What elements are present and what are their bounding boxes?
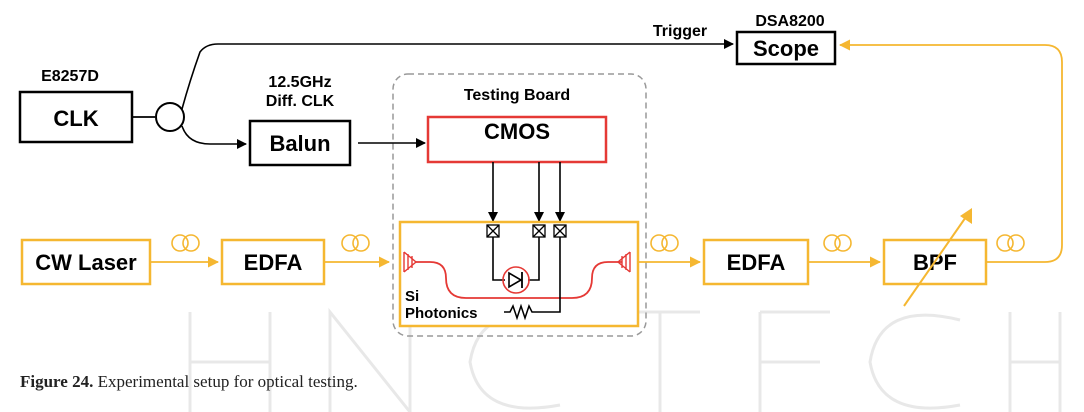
clk-model-label: E8257D bbox=[41, 68, 99, 85]
fiber-coil-icon bbox=[171, 234, 200, 252]
waveguide bbox=[416, 261, 622, 299]
scope-model-label: DSA8200 bbox=[755, 13, 824, 30]
bond-pad bbox=[532, 224, 546, 238]
figure-number: Figure 24. bbox=[20, 372, 94, 391]
figure-caption-text: Experimental setup for optical testing. bbox=[97, 372, 358, 391]
trigger-label: Trigger bbox=[653, 23, 707, 40]
input-grating-coupler bbox=[403, 251, 418, 273]
photodiode-icon bbox=[508, 271, 523, 289]
cw-laser-label: CW Laser bbox=[35, 250, 137, 275]
cmos-box bbox=[426, 115, 608, 164]
fiber-coil-icon bbox=[996, 234, 1025, 252]
scope-label: Scope bbox=[753, 36, 819, 61]
pad-2-wire bbox=[528, 237, 540, 281]
splitter-to-balun-line bbox=[181, 125, 247, 149]
scope-box bbox=[735, 30, 837, 66]
testing-board-outline bbox=[392, 73, 647, 337]
balun-label: Balun bbox=[269, 131, 330, 156]
si-photonics-chip bbox=[398, 220, 640, 328]
balun-diff-label: Diff. CLK bbox=[266, 93, 335, 110]
output-grating-coupler bbox=[616, 251, 631, 273]
cmos-label: CMOS bbox=[484, 119, 550, 144]
si-label: Si bbox=[405, 288, 419, 305]
testing-board-label: Testing Board bbox=[464, 87, 570, 104]
balun-freq-label: 12.5GHz bbox=[268, 74, 331, 91]
edfa-2-box bbox=[702, 238, 810, 286]
bpf-to-scope-fiber bbox=[839, 39, 1063, 263]
bond-pad bbox=[553, 224, 567, 238]
balun-box bbox=[248, 119, 352, 167]
cw-laser-box bbox=[20, 238, 152, 286]
edfa-1-label: EDFA bbox=[244, 250, 303, 275]
photodiode-ring bbox=[502, 266, 530, 294]
edfa-2-label: EDFA bbox=[727, 250, 786, 275]
clk-box bbox=[18, 90, 134, 144]
fiber-coil-icon bbox=[650, 234, 679, 252]
pad-1-wire bbox=[492, 237, 505, 281]
trigger-line bbox=[181, 39, 734, 110]
pad-3-wire bbox=[535, 237, 561, 313]
fiber-coil-icon bbox=[341, 234, 370, 252]
clock-splitter bbox=[155, 102, 185, 132]
resistor-icon bbox=[504, 303, 535, 321]
clk-label: CLK bbox=[53, 106, 98, 131]
photonics-label: Photonics bbox=[405, 305, 478, 322]
bond-pad bbox=[486, 224, 500, 238]
tunable-arrow-icon bbox=[903, 208, 972, 307]
fiber-coil-icon bbox=[823, 234, 852, 252]
figure-caption: Figure 24. Experimental setup for optica… bbox=[20, 372, 358, 392]
